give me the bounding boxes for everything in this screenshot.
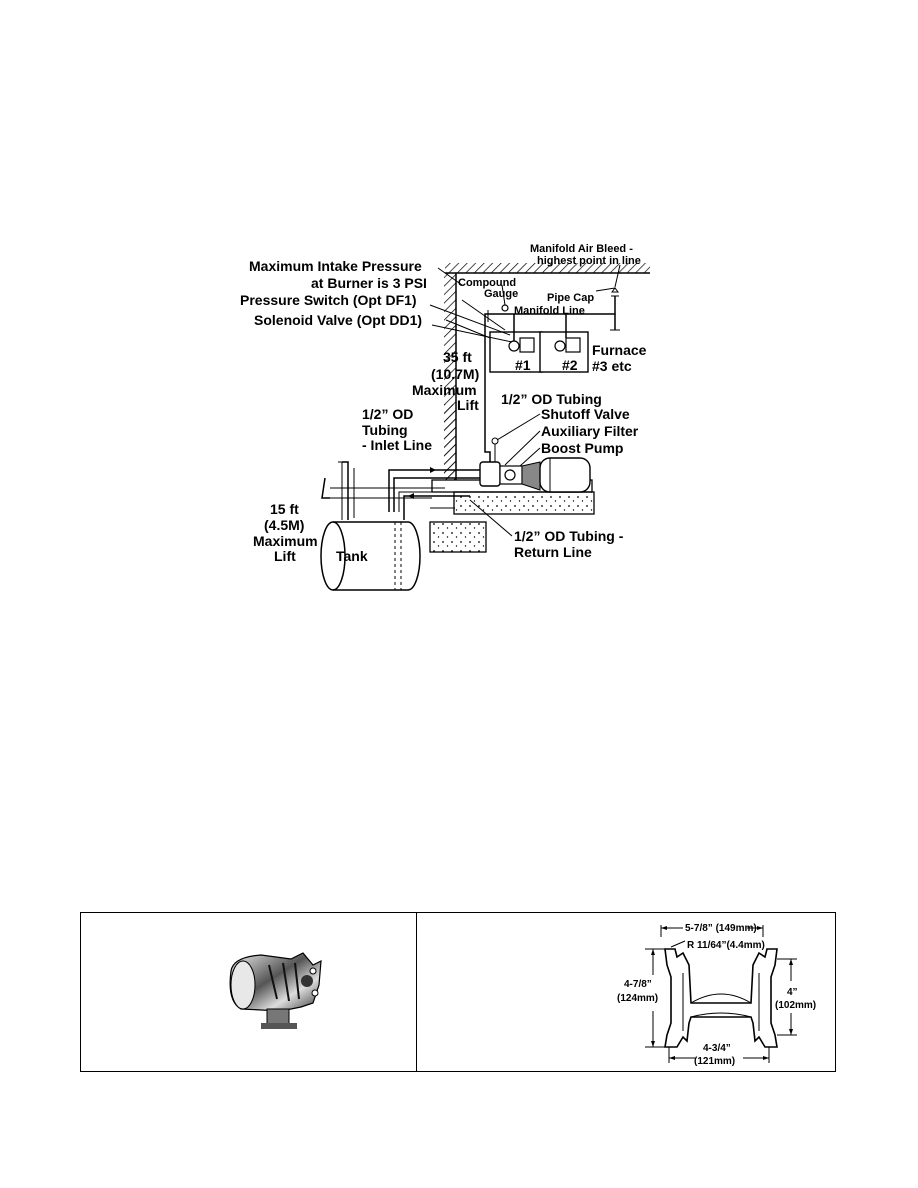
dim-height-left-2: (124mm) xyxy=(617,993,658,1004)
compound-gauge-label-1: Compound xyxy=(458,277,516,289)
boost-pump-photo-cell xyxy=(81,913,417,1071)
footing xyxy=(429,521,487,553)
boost-pump-motor xyxy=(539,457,591,493)
compound-gauge-icon xyxy=(501,304,509,312)
boost-pump-photo xyxy=(229,952,322,1029)
floor-slab xyxy=(453,491,595,515)
dim-width-bottom-1: 4-3/4” xyxy=(703,1043,731,1054)
oil-tank: Tank xyxy=(320,521,421,591)
lift15-label-3: Maximum xyxy=(253,533,318,549)
furnace-2: #2 xyxy=(539,314,589,373)
return-line-label-2: Return Line xyxy=(514,544,592,560)
pressure-switch-label: Pressure Switch (Opt DF1) xyxy=(240,292,417,308)
od-tubing-label: 1/2” OD Tubing xyxy=(501,391,602,407)
compound-gauge-label-2: Gauge xyxy=(484,288,518,300)
dim-height-right-1: 4” xyxy=(787,987,798,998)
furnace-label: Furnace xyxy=(592,342,647,358)
dim-radius: R 11/64”(4.4mm) xyxy=(687,940,765,951)
manifold-piping xyxy=(445,287,620,400)
bracket-outline xyxy=(664,948,778,1048)
boost-pump-label: Boost Pump xyxy=(541,440,623,456)
pipe-cap-label: Pipe Cap xyxy=(547,292,594,304)
manifold-air-bleed-label-1: Manifold Air Bleed - xyxy=(530,243,633,255)
ceiling-hatch xyxy=(445,263,650,273)
furnace-2-label: #2 xyxy=(562,357,578,373)
auxiliary-filter xyxy=(479,461,501,487)
inlet-label-1: 1/2” OD xyxy=(362,406,413,422)
lift35-label-4: Lift xyxy=(457,397,479,413)
auxiliary-filter-label: Auxiliary Filter xyxy=(541,423,639,439)
lift35-label-3: Maximum xyxy=(412,382,477,398)
tank-piping xyxy=(338,461,480,520)
diagram-labels: Manifold Air Bleed - highest point in li… xyxy=(240,243,647,564)
lift15-label-2: (4.5M) xyxy=(264,517,304,533)
boost-pump-assembly xyxy=(479,400,591,493)
furnace-etc-label: #3 etc xyxy=(592,358,632,374)
bottom-table: 5-7/8” (149mm) R 11/64”(4.4mm) 4-7/8” (1… xyxy=(80,912,836,1072)
dim-width-top: 5-7/8” (149mm) xyxy=(685,923,757,934)
wall-hatch-lower xyxy=(444,404,456,480)
mounting-bracket-drawing: 5-7/8” (149mm) R 11/64”(4.4mm) 4-7/8” (1… xyxy=(617,923,816,1067)
manifold-line-label: Manifold Line xyxy=(514,305,585,317)
building-structure xyxy=(444,263,650,480)
furnace-1-label: #1 xyxy=(515,357,531,373)
inlet-label-3: - Inlet Line xyxy=(362,437,432,453)
furnace-1: #1 xyxy=(489,314,543,373)
max-intake-label-1: Maximum Intake Pressure xyxy=(249,258,422,274)
lift15-label-1: 15 ft xyxy=(270,501,299,517)
leader-lines xyxy=(429,264,621,537)
shutoff-valve-label: Shutoff Valve xyxy=(541,406,630,422)
dim-height-right-2: (102mm) xyxy=(775,1000,816,1011)
manifold-air-bleed-label-2: highest point in line xyxy=(537,255,641,267)
bracket-dimension-cell: 5-7/8” (149mm) R 11/64”(4.4mm) 4-7/8” (1… xyxy=(417,913,835,1071)
tank-label: Tank xyxy=(336,548,368,564)
dim-width-bottom-2: (121mm) xyxy=(694,1056,735,1067)
lift15-label-4: Lift xyxy=(274,548,296,564)
solenoid-valve-label: Solenoid Valve (Opt DD1) xyxy=(254,312,422,328)
dim-height-left-1: 4-7/8” xyxy=(624,979,652,990)
inlet-label-2: Tubing xyxy=(362,422,408,438)
max-intake-label-2: at Burner is 3 PSI xyxy=(311,275,427,291)
ground xyxy=(321,477,595,553)
lift35-label-1: 35 ft xyxy=(443,349,472,365)
return-line-label-1: 1/2” OD Tubing - xyxy=(514,528,624,544)
lift35-label-2: (10.7M) xyxy=(431,366,479,382)
